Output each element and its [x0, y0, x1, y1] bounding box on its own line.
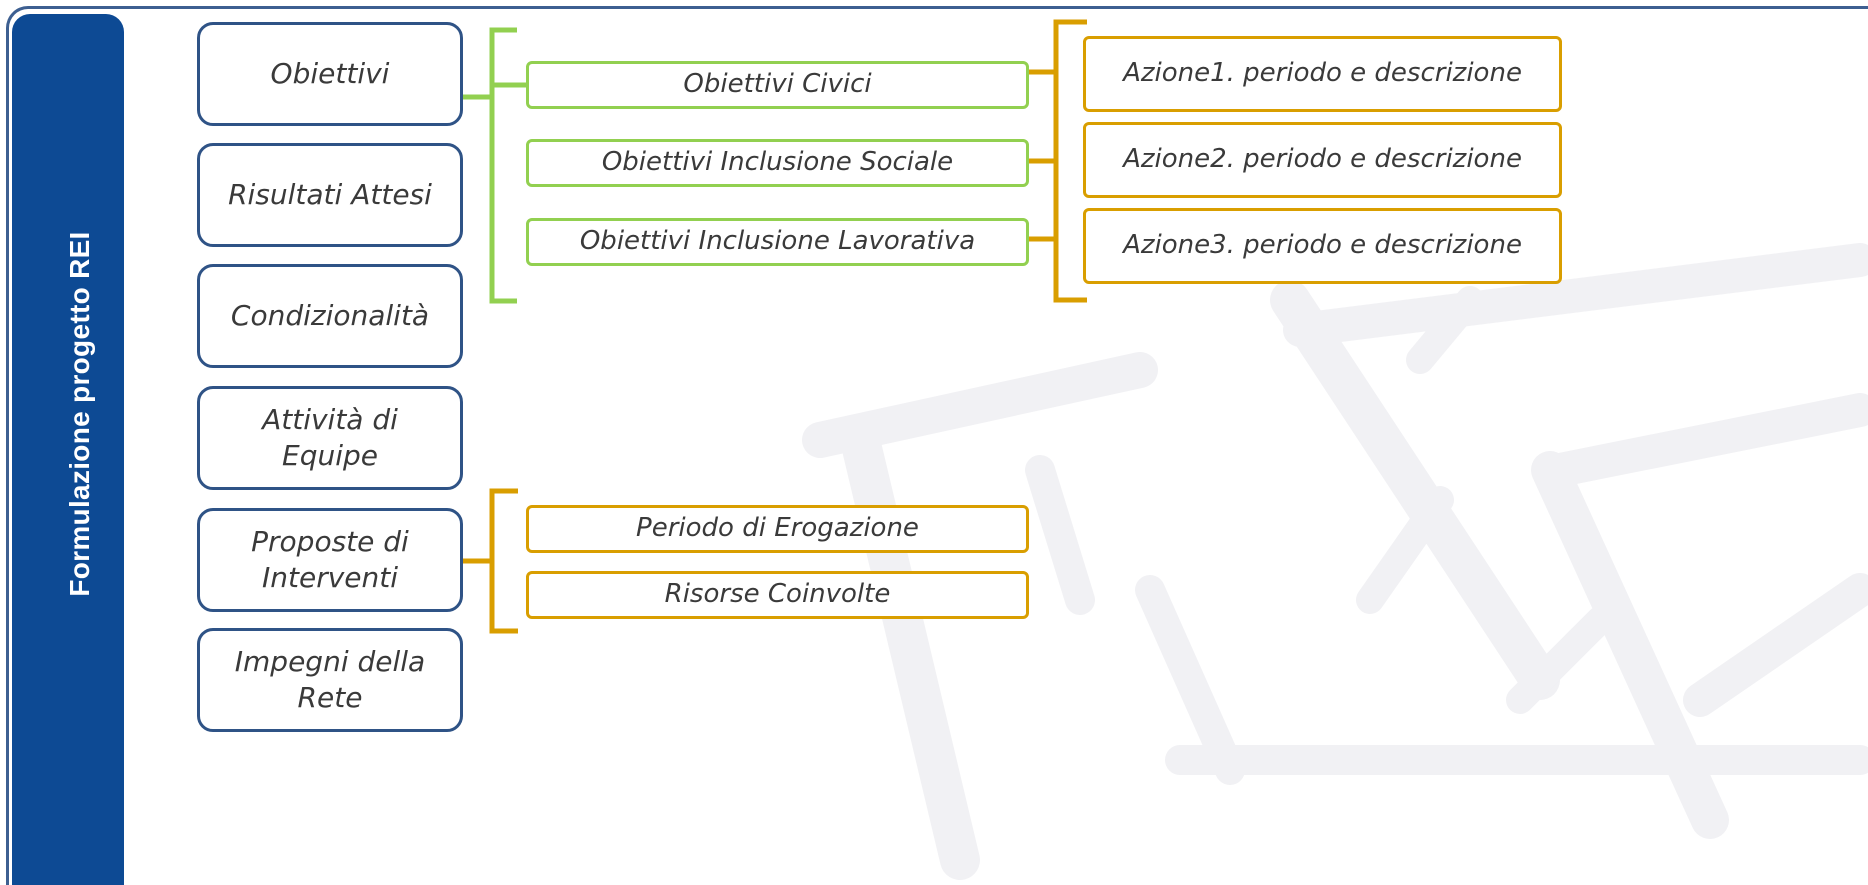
sidebar-banner: Formulazione progetto REI [12, 14, 124, 885]
gold-bracket-actions [1029, 19, 1087, 303]
left-item-impegni-rete: Impegni della Rete [197, 628, 463, 732]
left-item-label: Risultati Attesi [228, 177, 432, 211]
left-item-label: Proposte di Interventi [251, 524, 409, 594]
action-label: Azione3. periodo e descrizione [1123, 230, 1522, 261]
objective-label: Obiettivi Inclusione Sociale [601, 147, 954, 178]
objective-civici: Obiettivi Civici [526, 61, 1029, 109]
left-item-label: Attività di Equipe [262, 402, 398, 472]
diagram-frame [6, 6, 1868, 885]
action-2: Azione2. periodo e descrizione [1083, 122, 1562, 198]
left-item-obiettivi: Obiettivi [197, 22, 463, 126]
left-item-proposte-interventi: Proposte di Interventi [197, 508, 463, 612]
intervention-label: Periodo di Erogazione [636, 513, 919, 544]
action-label: Azione2. periodo e descrizione [1123, 144, 1522, 175]
objective-label: Obiettivi Civici [683, 69, 872, 100]
intervention-label: Risorse Coinvolte [664, 579, 891, 610]
intervention-periodo-erogazione: Periodo di Erogazione [526, 505, 1029, 553]
action-1: Azione1. periodo e descrizione [1083, 36, 1562, 112]
intervention-risorse-coinvolte: Risorse Coinvolte [526, 571, 1029, 619]
green-bracket [462, 27, 528, 304]
objective-inclusione-sociale: Obiettivi Inclusione Sociale [526, 139, 1029, 187]
action-label: Azione1. periodo e descrizione [1123, 58, 1522, 89]
left-item-risultati-attesi: Risultati Attesi [197, 143, 463, 247]
left-item-label: Impegni della Rete [234, 644, 426, 714]
left-item-label: Obiettivi [270, 56, 390, 90]
left-item-label: Condizionalità [230, 298, 430, 332]
action-3: Azione3. periodo e descrizione [1083, 208, 1562, 284]
gold-bracket-interventions [462, 488, 518, 634]
left-item-attivita-equipe: Attività di Equipe [197, 386, 463, 490]
left-item-condizionalita: Condizionalità [197, 264, 463, 368]
objective-label: Obiettivi Inclusione Lavorativa [579, 226, 976, 257]
objective-inclusione-lavorativa: Obiettivi Inclusione Lavorativa [526, 218, 1029, 266]
